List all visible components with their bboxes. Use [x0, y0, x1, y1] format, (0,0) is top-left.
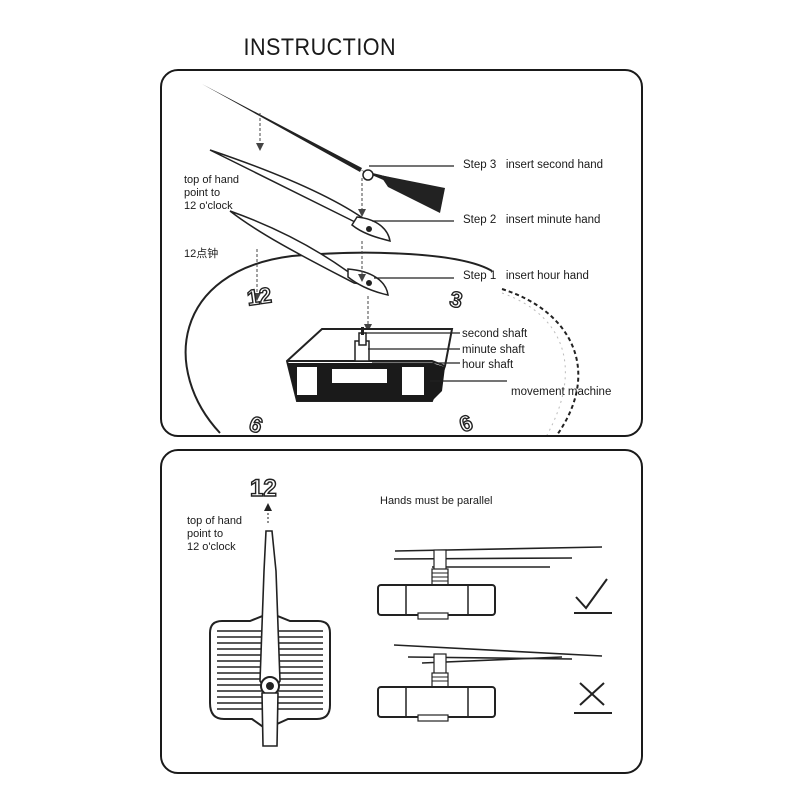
step-2-label: Step 2 insert minute hand	[463, 214, 601, 226]
up-arrow	[264, 503, 272, 523]
hand-note-line-3: 12 o'clock	[187, 541, 236, 553]
hour-hand	[229, 210, 389, 296]
check-mark-icon	[574, 578, 612, 614]
correct-side-view	[377, 546, 603, 620]
movement-machine-label: movement machine	[511, 386, 612, 398]
step-1-label: Step 1 insert hour hand	[463, 270, 589, 282]
movement-machine	[285, 327, 454, 402]
minute-shaft-label: minute shaft	[462, 344, 525, 356]
step-3-label: Step 3 insert second hand	[463, 159, 604, 171]
hand-note-line-2: point to	[187, 528, 224, 540]
hand-note-line-1: top of hand	[187, 515, 243, 527]
hand-note-line-1: top of hand	[184, 174, 240, 186]
clock-dial-arc-right	[501, 288, 580, 435]
alignment-panel: 12 top of hand point to 12 o'clock Hands…	[160, 449, 643, 774]
alignment-diagram	[209, 503, 612, 747]
page-title: INSTRUCTION	[243, 34, 397, 61]
second-shaft-label: second shaft	[462, 328, 528, 340]
cross-mark-icon	[574, 682, 612, 714]
vertical-hands	[259, 530, 281, 747]
dial-number-12: 12	[245, 282, 274, 312]
number-12: 12	[249, 474, 277, 502]
step-leader-lines	[369, 165, 454, 279]
part-leader-lines	[365, 332, 507, 382]
hand-note-line-3: 12 o'clock	[184, 200, 233, 212]
second-hand	[202, 84, 445, 213]
parallel-note: Hands must be parallel	[380, 495, 493, 507]
hand-note-line-2: point to	[184, 187, 221, 199]
installation-steps-diagram	[184, 84, 580, 435]
clock-dial-arc	[184, 251, 493, 434]
minute-hand	[209, 149, 391, 243]
chinese-note: 12点钟	[184, 248, 219, 260]
installation-steps-panel: top of hand point to 12 o'clock 12点钟 Ste…	[160, 69, 643, 437]
wrong-side-view	[377, 644, 603, 722]
hour-shaft-label: hour shaft	[462, 359, 514, 371]
